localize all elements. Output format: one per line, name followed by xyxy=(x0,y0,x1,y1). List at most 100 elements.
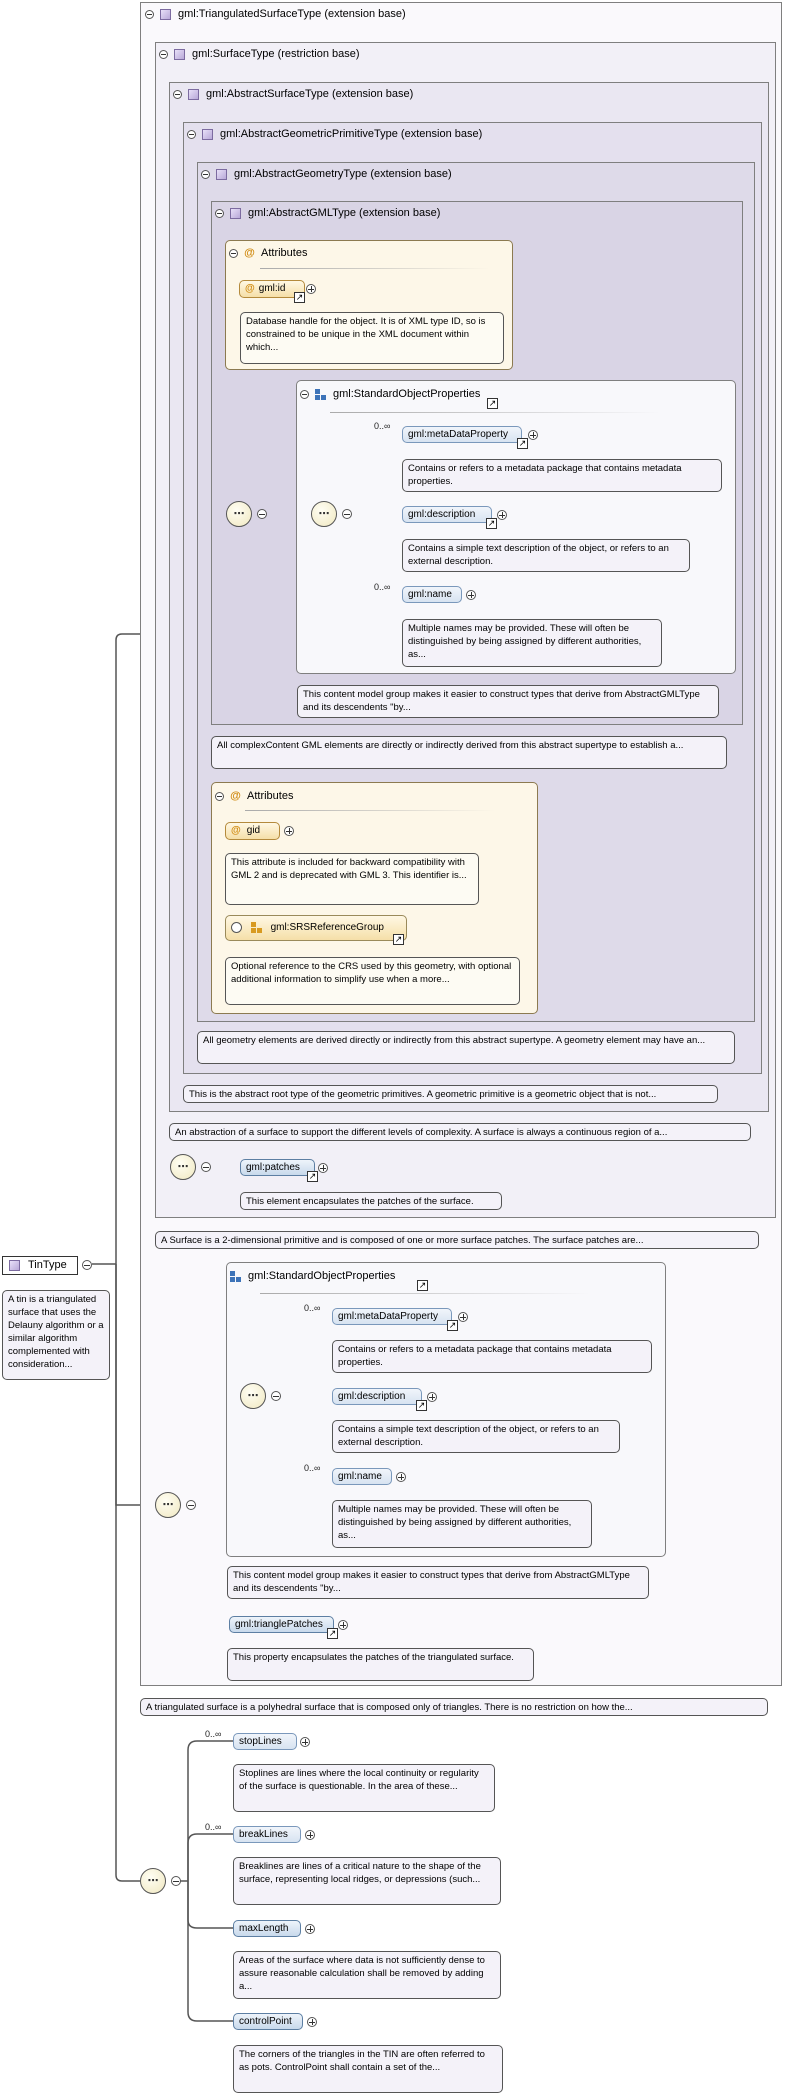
sequence-icon[interactable]: ⋯ xyxy=(170,1154,196,1180)
element-patches[interactable]: gml:patches xyxy=(240,1159,315,1176)
separator xyxy=(260,1293,590,1294)
sequence-icon[interactable]: ⋯ xyxy=(240,1383,266,1409)
collapse-icon[interactable] xyxy=(187,129,196,139)
collapse-icon[interactable] xyxy=(201,169,210,179)
multiplicity-label: 0..∞ xyxy=(304,1303,321,1313)
element-name-1[interactable]: gml:name xyxy=(402,586,462,603)
collapse-icon[interactable] xyxy=(82,1260,92,1270)
attribute-gid[interactable]: @gid xyxy=(225,822,280,840)
collapse-icon[interactable] xyxy=(257,509,267,519)
surface-type-header[interactable]: gml:SurfaceType (restriction base) xyxy=(159,48,360,60)
expand-icon[interactable] xyxy=(318,1163,328,1173)
element-name-2[interactable]: gml:name xyxy=(332,1468,392,1485)
collapse-icon[interactable] xyxy=(173,89,182,99)
separator xyxy=(245,810,495,811)
tintype-root-element[interactable]: TinType xyxy=(2,1256,78,1275)
collapse-icon[interactable] xyxy=(271,1391,281,1401)
attribute-gml-id[interactable]: @gml:id xyxy=(239,280,305,298)
collapse-icon[interactable] xyxy=(229,248,238,258)
collapse-icon[interactable] xyxy=(201,1162,211,1172)
reference-arrow-icon[interactable]: ↗ xyxy=(393,934,404,945)
collapse-icon[interactable] xyxy=(145,9,154,19)
attributes-title-2: Attributes xyxy=(247,790,294,802)
sequence-icon[interactable]: ⋯ xyxy=(226,501,252,527)
multiplicity-label: 0..∞ xyxy=(205,1822,222,1832)
complex-type-icon xyxy=(202,128,213,140)
reference-arrow-icon[interactable]: ↗ xyxy=(487,398,498,409)
element-metadata-property-2[interactable]: gml:metaDataProperty xyxy=(332,1308,452,1325)
abstract-gml-type-label: gml:AbstractGMLType (extension base) xyxy=(248,207,441,219)
abstract-geometric-primitive-type-header[interactable]: gml:AbstractGeometricPrimitiveType (exte… xyxy=(187,128,482,140)
attribute-gml-id-name: gml:id xyxy=(258,283,286,294)
complex-type-icon xyxy=(9,1259,20,1271)
element-description-1[interactable]: gml:description xyxy=(402,506,492,523)
standard-object-properties-title-1: gml:StandardObjectProperties xyxy=(333,388,481,400)
expand-icon[interactable] xyxy=(427,1392,437,1402)
abstract-geometry-type-header[interactable]: gml:AbstractGeometryType (extension base… xyxy=(201,168,452,180)
element-max-length[interactable]: maxLength xyxy=(233,1920,301,1937)
element-description-2[interactable]: gml:description xyxy=(332,1388,422,1405)
multiplicity-label: 0..∞ xyxy=(205,1729,222,1739)
sequence-icon[interactable]: ⋯ xyxy=(140,1868,166,1894)
group-icon xyxy=(250,921,262,933)
expand-icon[interactable] xyxy=(338,1620,348,1630)
name-note-1: Multiple names may be provided. These wi… xyxy=(402,619,662,667)
metadata-property-note-2: Contains or refers to a metadata package… xyxy=(332,1340,652,1373)
collapse-icon[interactable] xyxy=(159,49,168,59)
reference-arrow-icon[interactable]: ↗ xyxy=(294,292,305,303)
reference-arrow-icon[interactable]: ↗ xyxy=(327,1628,338,1639)
collapse-icon[interactable] xyxy=(215,791,224,801)
element-control-point[interactable]: controlPoint xyxy=(233,2013,303,2030)
standard-object-properties-title-2: gml:StandardObjectProperties xyxy=(248,1270,396,1282)
standard-object-properties-header-1[interactable]: gml:StandardObjectProperties xyxy=(300,388,480,400)
expand-icon[interactable] xyxy=(307,2017,317,2027)
expand-icon[interactable] xyxy=(284,826,294,836)
attribute-group-srs-reference[interactable]: gml:SRSReferenceGroup xyxy=(225,915,407,941)
expand-icon[interactable] xyxy=(231,921,242,933)
triangulated-surface-type-header[interactable]: gml:TriangulatedSurfaceType (extension b… xyxy=(145,8,406,20)
name-note-2: Multiple names may be provided. These wi… xyxy=(332,1500,592,1548)
complex-type-icon xyxy=(230,207,241,219)
gid-note: This attribute is included for backward … xyxy=(225,853,479,905)
expand-icon[interactable] xyxy=(528,430,538,440)
abstract-surface-type-header[interactable]: gml:AbstractSurfaceType (extension base) xyxy=(173,88,413,100)
attributes-header-2[interactable]: @ Attributes xyxy=(215,790,293,802)
collapse-icon[interactable] xyxy=(215,208,224,218)
expand-icon[interactable] xyxy=(305,1924,315,1934)
collapse-icon[interactable] xyxy=(186,1500,196,1510)
complex-type-icon xyxy=(174,48,185,60)
element-triangle-patches[interactable]: gml:trianglePatches xyxy=(229,1616,334,1633)
sequence-icon[interactable]: ⋯ xyxy=(311,501,337,527)
expand-icon[interactable] xyxy=(305,1830,315,1840)
expand-icon[interactable] xyxy=(458,1312,468,1322)
control-point-note: The corners of the triangles in the TIN … xyxy=(233,2045,503,2093)
element-stop-lines[interactable]: stopLines xyxy=(233,1733,297,1750)
srs-reference-group-note: Optional reference to the CRS used by th… xyxy=(225,957,520,1005)
abstract-surface-type-label: gml:AbstractSurfaceType (extension base) xyxy=(206,88,414,100)
expand-icon[interactable] xyxy=(306,284,316,294)
standard-object-properties-header-2[interactable]: gml:StandardObjectProperties xyxy=(230,1270,395,1282)
group-icon xyxy=(230,1270,241,1282)
standard-object-properties-note-2: This content model group makes it easier… xyxy=(227,1566,649,1599)
expand-icon[interactable] xyxy=(497,510,507,520)
collapse-icon[interactable] xyxy=(342,509,352,519)
abstract-geometry-type-note: All geometry elements are derived direct… xyxy=(197,1031,735,1064)
element-break-lines[interactable]: breakLines xyxy=(233,1826,301,1843)
reference-arrow-icon[interactable]: ↗ xyxy=(417,1280,428,1291)
collapse-icon[interactable] xyxy=(171,1876,181,1886)
reference-arrow-icon[interactable]: ↗ xyxy=(517,438,528,449)
abstract-gml-type-header[interactable]: gml:AbstractGMLType (extension base) xyxy=(215,207,440,219)
attributes-header-1[interactable]: @ Attributes xyxy=(229,247,307,259)
collapse-icon[interactable] xyxy=(300,389,309,399)
reference-arrow-icon[interactable]: ↗ xyxy=(486,518,497,529)
sequence-icon[interactable]: ⋯ xyxy=(155,1492,181,1518)
element-metadata-property-1[interactable]: gml:metaDataProperty xyxy=(402,426,522,443)
expand-icon[interactable] xyxy=(466,590,476,600)
expand-icon[interactable] xyxy=(396,1472,406,1482)
reference-arrow-icon[interactable]: ↗ xyxy=(416,1400,427,1411)
reference-arrow-icon[interactable]: ↗ xyxy=(447,1320,458,1331)
tintype-note: A tin is a triangulated surface that use… xyxy=(2,1290,110,1380)
reference-arrow-icon[interactable]: ↗ xyxy=(307,1171,318,1182)
expand-icon[interactable] xyxy=(300,1737,310,1747)
complex-type-icon xyxy=(216,168,227,180)
